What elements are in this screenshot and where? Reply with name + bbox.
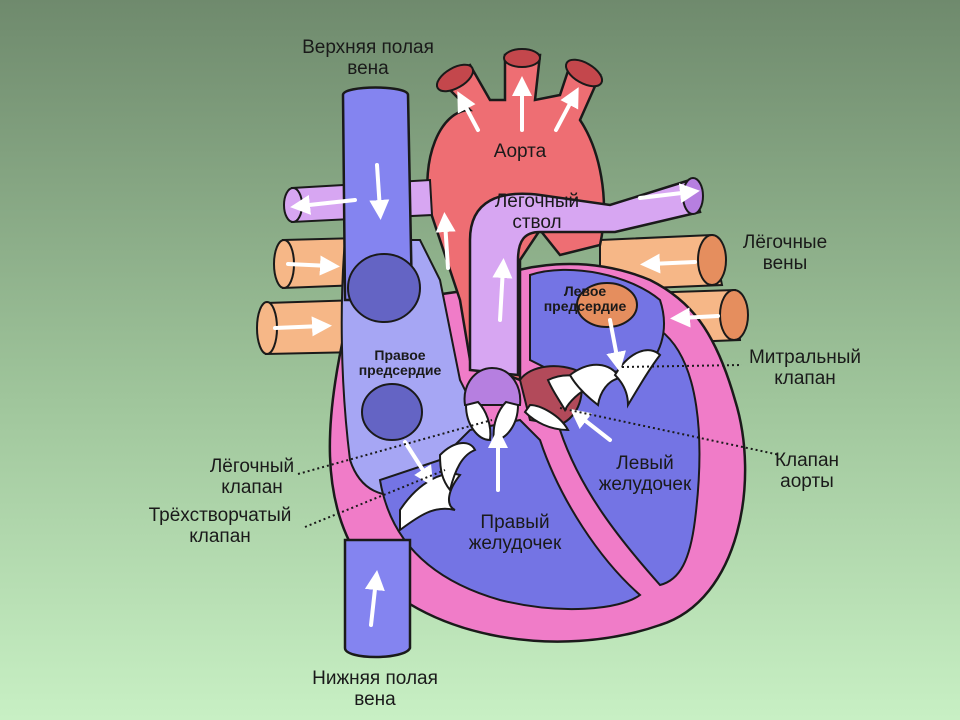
label-pulmonary-veins: Лёгочные вены xyxy=(742,232,828,274)
label-mitral-valve: Митральный клапан xyxy=(748,347,862,389)
label-pulmonary-valve: Лёгочный клапан xyxy=(209,456,295,498)
label-superior-vena-cava: Верхняя полая вена xyxy=(302,37,434,79)
valves xyxy=(399,349,662,532)
aortic-valve xyxy=(523,403,570,432)
label-pulmonary-trunk: Лёгочный ствол xyxy=(494,191,580,233)
mitral-valve xyxy=(568,363,622,407)
label-left-atrium: Левое предсердие xyxy=(543,283,627,314)
inferior-vena-cava xyxy=(343,538,412,659)
label-left-ventricle: Левый желудочек xyxy=(598,453,692,495)
label-inferior-vena-cava: Нижняя полая вена xyxy=(312,668,438,710)
flow-arrows xyxy=(273,76,720,627)
pulmonary-trunk xyxy=(468,178,702,377)
label-aorta: Аорта xyxy=(493,141,547,162)
leader-lines xyxy=(297,364,781,528)
pulmonary-valve-root xyxy=(463,366,522,406)
label-right-ventricle: Правый желудочек xyxy=(468,512,562,554)
pulmonary-vein-opening xyxy=(576,282,638,328)
label-tricuspid-valve: Трёхстворчатый клапан xyxy=(148,505,292,547)
label-aortic-valve: Клапан аорты xyxy=(774,450,840,492)
label-right-atrium: Правое предсердие xyxy=(358,347,442,378)
